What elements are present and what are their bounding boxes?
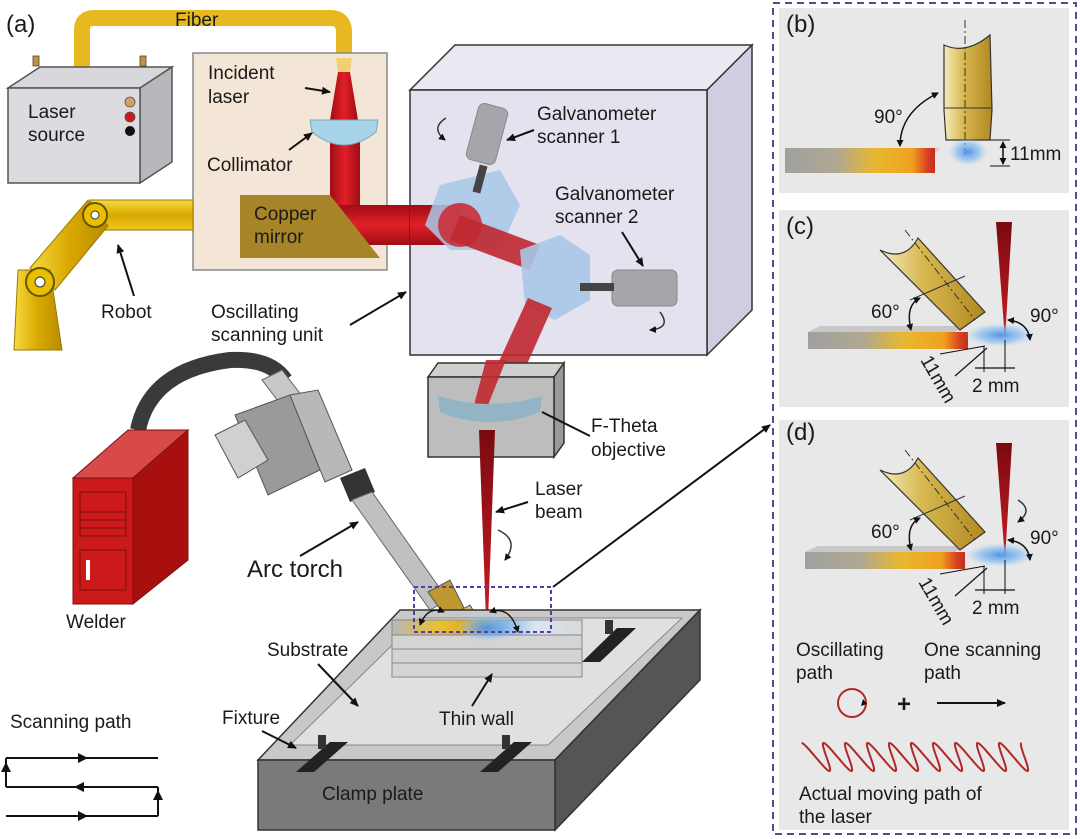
welder-cable — [130, 351, 292, 432]
f-theta-label-2: objective — [591, 440, 666, 461]
scanning-path-label: Scanning path — [10, 712, 132, 733]
fixture-label: Fixture — [222, 708, 280, 729]
panel-a-tag: (a) — [6, 11, 35, 38]
galvo2-label-2: scanner 2 — [555, 207, 638, 228]
copper-mirror-label-2: mirror — [254, 227, 304, 248]
plus-sign: + — [897, 691, 911, 718]
panel-b-tag: (b) — [786, 11, 815, 38]
copper-mirror-label-1: Copper — [254, 204, 317, 225]
galvo1-label-2: scanner 1 — [537, 127, 620, 148]
panel-d-torch — [879, 456, 986, 551]
panel-b-substrate — [785, 148, 935, 173]
galvo-mirror-2 — [520, 235, 590, 320]
panel-b-distance: 11mm — [1010, 144, 1061, 165]
panel-b-angle: 90° — [874, 107, 903, 128]
laser-source-label-1: Laser — [28, 102, 76, 123]
detail-pointer-arrow — [552, 424, 771, 588]
substrate-label: Substrate — [267, 640, 348, 661]
galvo2-label-1: Galvanometer — [555, 184, 675, 205]
f-theta-label-1: F-Theta — [591, 416, 658, 437]
fixture — [296, 735, 348, 772]
panel-d-tag: (d) — [786, 419, 815, 446]
welder-label: Welder — [66, 612, 127, 633]
fiber-cable — [74, 9, 352, 72]
panel-c — [779, 210, 1069, 407]
laser-source-box — [5, 55, 175, 185]
thin-wall — [391, 614, 583, 678]
fiber-label: Fiber — [175, 10, 219, 31]
rotation-arrow-icon — [649, 311, 665, 333]
laser-beam — [479, 430, 495, 620]
oscillating-path-label-1: Oscillating — [796, 640, 884, 661]
incident-laser-cone — [330, 72, 358, 120]
panel-c-torch-angle: 60° — [871, 302, 900, 323]
f-theta-lens — [438, 396, 542, 422]
indicator-light-black — [125, 126, 135, 136]
galvo-scanner-2 — [611, 269, 678, 307]
indicator-light-orange — [124, 96, 136, 108]
laser-beam-label-2: beam — [535, 502, 583, 523]
actual-path-label-1: Actual moving path of — [799, 784, 982, 805]
robot-label: Robot — [101, 302, 152, 323]
arc-torch-label: Arc torch — [247, 556, 343, 583]
fixture — [582, 620, 636, 662]
rotation-arrow-icon — [497, 529, 512, 561]
laser-source-label-2: source — [28, 125, 85, 146]
panel-c-laser-angle: 90° — [1030, 306, 1059, 327]
oscillating-scanning-unit — [408, 43, 754, 357]
clamp-plate-label: Clamp plate — [322, 784, 423, 805]
actual-path-label-2: the laser — [799, 807, 873, 828]
collimated-beam — [330, 140, 360, 210]
oscillating-unit-label-2: scanning unit — [211, 325, 324, 346]
panel-d-laser — [996, 443, 1012, 560]
galvo-scanner-1 — [465, 102, 509, 166]
panel-d-laser-angle: 90° — [1030, 528, 1059, 549]
incident-laser-label-2: laser — [208, 87, 250, 108]
collimator-lens — [309, 119, 379, 146]
actual-path-helix — [801, 741, 1030, 773]
laser-beam-label-1: Laser — [535, 479, 583, 500]
incident-laser-label-1: Incident — [208, 63, 275, 84]
panel-c-laser — [996, 222, 1012, 340]
panel-c-tag: (c) — [786, 213, 814, 240]
indicator-light-red — [124, 111, 136, 123]
robot-arm — [13, 199, 194, 351]
fixture — [480, 735, 532, 772]
galvo1-label-1: Galvanometer — [537, 104, 657, 125]
panel-d-torch-angle: 60° — [871, 522, 900, 543]
panel-d-offset: 2 mm — [972, 598, 1020, 619]
panel-c-offset: 2 mm — [972, 376, 1020, 397]
panel-c-substrate — [808, 332, 968, 349]
welder-unit — [71, 428, 190, 606]
scanning-path-label-2: path — [924, 663, 961, 684]
panel-b-torch — [943, 33, 993, 141]
scanning-path-diagram — [1, 753, 163, 821]
rotation-arrow-icon — [437, 117, 447, 141]
rotation-arrow-icon — [1017, 499, 1027, 523]
scanning-path-label-1: One scanning — [924, 640, 1041, 661]
panel-d-substrate — [805, 552, 965, 569]
panel-c-torch — [879, 236, 986, 331]
collimator-label: Collimator — [207, 155, 293, 176]
thin-wall-label: Thin wall — [439, 709, 514, 730]
copper-mirror — [240, 195, 380, 258]
oscillating-path-label-2: path — [796, 663, 833, 684]
oscillating-unit-label-1: Oscillating — [211, 302, 299, 323]
